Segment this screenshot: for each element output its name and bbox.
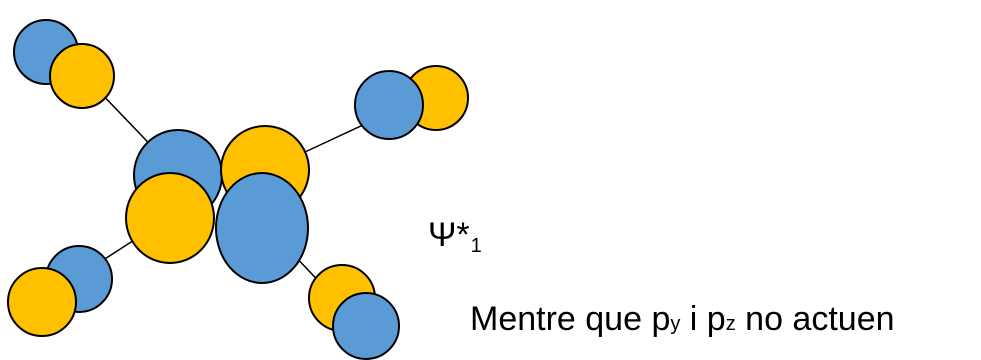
ligand-bottom-left (7, 245, 113, 337)
ligand-bottom-left-front-lobe (7, 267, 77, 337)
caption-subscript-y: y (670, 313, 681, 335)
central-lobe-front-left (125, 172, 215, 264)
caption-part2: i p (680, 300, 726, 338)
psi-subscript: 1 (470, 235, 482, 257)
psi-star-1-label: Ψ*1 (428, 216, 482, 256)
ligand-bottom-right (308, 264, 400, 360)
caption-text: Mentre que py i pz no actuen (470, 302, 895, 336)
central-lobe-front-right (215, 172, 309, 284)
central-lobes (125, 125, 310, 284)
caption-subscript-z: z (725, 313, 736, 335)
ligand-top-right (354, 65, 469, 140)
ligand-top-left (13, 19, 115, 109)
ligand-top-left-front-lobe (49, 43, 115, 109)
caption-part3: no actuen (735, 300, 895, 338)
psi-symbol: Ψ* (428, 216, 470, 254)
ligand-top-right-front-lobe (354, 70, 424, 140)
ligand-bottom-right-front-lobe (332, 292, 400, 360)
caption-part1: Mentre que p (470, 300, 671, 338)
